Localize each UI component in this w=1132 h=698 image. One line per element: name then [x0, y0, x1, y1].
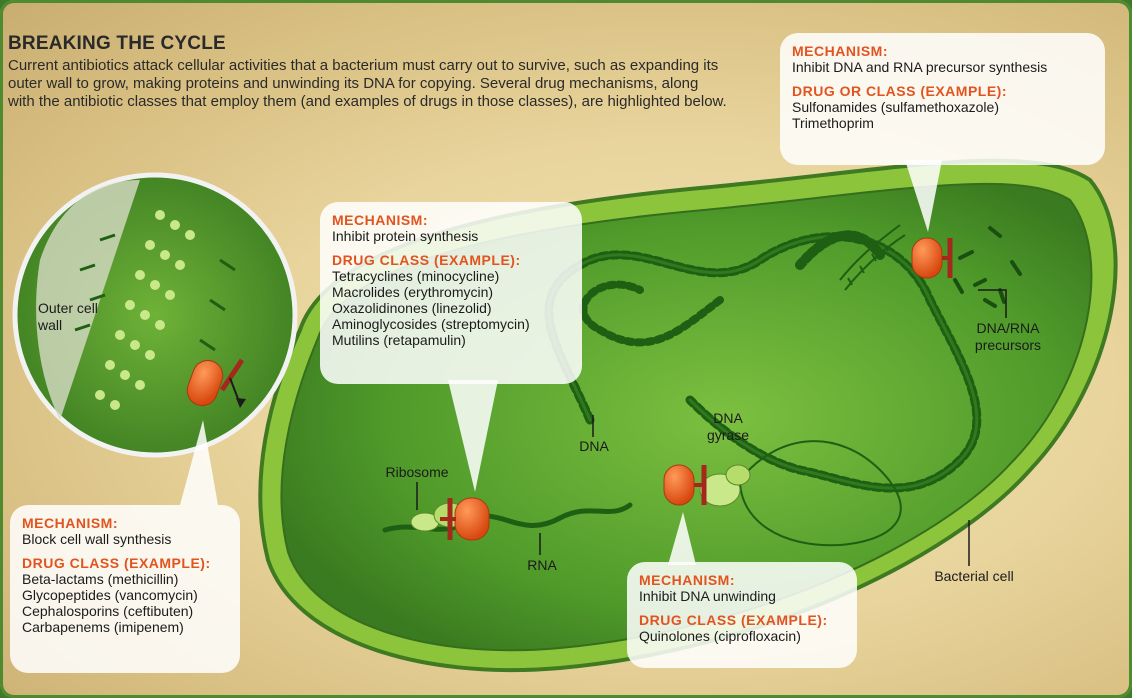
page-title: BREAKING THE CYCLE — [8, 33, 226, 55]
mechanism-heading: MECHANISM: — [639, 572, 845, 588]
drug-item: Trimethoprim — [792, 115, 1093, 131]
drug-heading: DRUG OR CLASS (EXAMPLE): — [792, 83, 1093, 99]
drug-item: Macrolides (erythromycin) — [332, 284, 570, 300]
callout-protein-synthesis: MECHANISM: Inhibit protein synthesis DRU… — [320, 202, 582, 384]
mechanism-heading: MECHANISM: — [22, 515, 228, 531]
drug-item: Oxazolidinones (linezolid) — [332, 300, 570, 316]
drug-item: Cephalosporins (ceftibuten) — [22, 603, 228, 619]
label-dna: DNA — [574, 438, 614, 455]
drug-item: Glycopeptides (vancomycin) — [22, 587, 228, 603]
mechanism-text: Block cell wall synthesis — [22, 531, 228, 547]
drug-item: Quinolones (ciprofloxacin) — [639, 628, 845, 644]
callout-dna-unwinding: MECHANISM: Inhibit DNA unwinding DRUG CL… — [627, 562, 857, 668]
label-outer-cell-wall: Outer cell wall — [38, 300, 100, 334]
drug-item: Carbapenems (imipenem) — [22, 619, 228, 635]
drug-item: Sulfonamides (sulfamethoxazole) — [792, 99, 1093, 115]
mechanism-heading: MECHANISM: — [332, 212, 570, 228]
callout-dna-rna-precursor: MECHANISM: Inhibit DNA and RNA precursor… — [780, 33, 1105, 165]
drug-item: Aminoglycosides (streptomycin) — [332, 316, 570, 332]
drug-item: Beta-lactams (methicillin) — [22, 571, 228, 587]
label-bacterial-cell: Bacterial cell — [924, 568, 1024, 585]
label-dna-rna-precursors: DNA/RNA precursors — [966, 320, 1050, 354]
drug-heading: DRUG CLASS (EXAMPLE): — [639, 612, 845, 628]
drug-item: Tetracyclines (minocycline) — [332, 268, 570, 284]
label-rna: RNA — [524, 557, 560, 574]
mechanism-text: Inhibit protein synthesis — [332, 228, 570, 244]
label-ribosome: Ribosome — [380, 464, 454, 481]
mechanism-heading: MECHANISM: — [792, 43, 1093, 59]
drug-heading: DRUG CLASS (EXAMPLE): — [332, 252, 570, 268]
mechanism-text: Inhibit DNA unwinding — [639, 588, 845, 604]
mechanism-text: Inhibit DNA and RNA precursor synthesis — [792, 59, 1093, 75]
callout-cell-wall: MECHANISM: Block cell wall synthesis DRU… — [10, 505, 240, 673]
label-dna-gyrase: DNA gyrase — [702, 410, 754, 444]
drug-heading: DRUG CLASS (EXAMPLE): — [22, 555, 228, 571]
drug-item: Mutilins (retapamulin) — [332, 332, 570, 348]
intro-text: Current antibiotics attack cellular acti… — [8, 57, 728, 111]
